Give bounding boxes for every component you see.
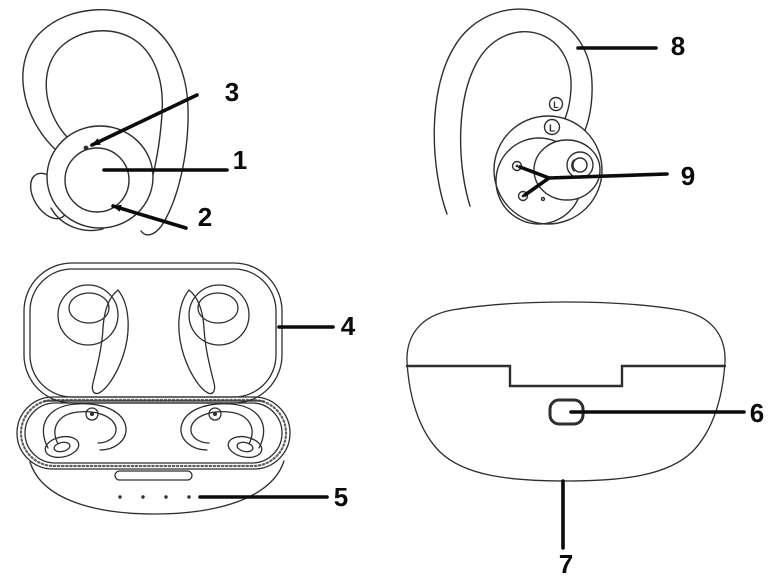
charging-pin-bottom	[517, 190, 529, 202]
earbud-inner-view: L L	[433, 8, 603, 225]
led-dot-1	[118, 495, 122, 499]
earbud-body-flange	[50, 207, 104, 232]
case-open-view	[16, 262, 291, 515]
case-outline	[406, 301, 726, 482]
callout-label-3: 3	[224, 77, 240, 107]
recess-circle-inner	[197, 292, 239, 324]
recess-circle-inner	[68, 292, 110, 324]
sensor-dot	[540, 196, 546, 202]
tray-hook-inner	[54, 411, 117, 445]
case-tray-rim-hatch	[19, 398, 288, 468]
battery-led-indicators	[118, 495, 191, 499]
tray-badge	[208, 407, 222, 421]
tray-eartip	[227, 435, 263, 459]
earbud-front-view	[22, 9, 189, 236]
nozzle-eartip	[533, 139, 601, 201]
ear-hook-inner	[459, 31, 572, 207]
callout-line-3	[90, 93, 199, 147]
lid-seam	[405, 364, 727, 388]
ear-hook-outer	[433, 8, 593, 215]
tray-badge-dot	[213, 412, 217, 416]
callout-label-8: 8	[670, 31, 686, 61]
callout-label-1: 1	[232, 145, 248, 175]
callout-label-9: 9	[680, 161, 696, 191]
tray-earbud-right	[180, 403, 265, 459]
tray-hook-inner	[190, 411, 253, 445]
callout-line-9	[518, 165, 669, 197]
charging-pins	[511, 160, 546, 202]
lid-hook-recess-left	[57, 284, 129, 395]
callout-label-4: 4	[340, 311, 356, 341]
callout-label-7: 7	[558, 549, 574, 579]
callout-label-6: 6	[749, 398, 765, 428]
case-back-view	[405, 301, 727, 482]
recess-hook	[178, 289, 216, 395]
callout-lines	[90, 46, 746, 550]
lid-hook-recess-right	[178, 284, 250, 395]
nozzle-ring-inner	[572, 157, 588, 173]
mic-hole	[83, 145, 89, 151]
callout-label-5: 5	[333, 482, 349, 512]
left-badge-circle-upper	[548, 96, 564, 112]
tray-badge-dot	[90, 412, 94, 416]
nozzle-ring-arc	[571, 159, 575, 172]
recess-circle	[188, 284, 250, 346]
tray-eartip	[44, 435, 80, 459]
led-dot-3	[164, 495, 168, 499]
tray-eartip-inner	[236, 441, 254, 453]
lid-grip-notch	[114, 470, 193, 481]
led-dot-4	[187, 495, 191, 499]
ear-hook-inner	[45, 30, 164, 207]
tray-badge	[85, 407, 99, 421]
charging-pin-top-dot	[515, 164, 519, 168]
touch-panel	[64, 147, 130, 213]
case-lid-inner	[29, 268, 277, 398]
case-tray-rim-outer	[16, 396, 291, 470]
left-badge-text-lower: L	[549, 124, 555, 135]
recess-circle	[57, 284, 119, 346]
led-dot-2	[141, 495, 145, 499]
callout-line-2	[111, 204, 188, 230]
recess-hook	[91, 289, 129, 395]
left-badge-text-upper: L	[553, 100, 559, 110]
tray-eartip-inner	[53, 441, 71, 453]
callout-label-2: 2	[197, 202, 213, 232]
case-tray-rim-inner	[24, 402, 283, 464]
left-badge-circle-lower	[543, 118, 561, 136]
tray-earbud-left	[42, 403, 127, 459]
tray-hook-outer	[42, 403, 127, 451]
tray-hook-outer	[180, 403, 265, 451]
case-front-face	[29, 460, 285, 515]
